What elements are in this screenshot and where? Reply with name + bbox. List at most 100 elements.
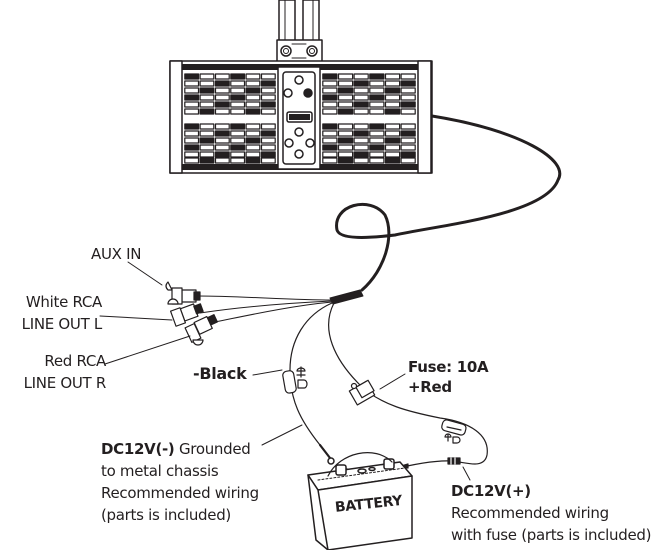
grille-cell (245, 151, 261, 158)
grille-cell (199, 137, 215, 144)
grille-cell (260, 73, 276, 80)
grille-cell (230, 123, 246, 130)
grille-cell (384, 73, 401, 80)
leader-lines (99, 261, 471, 481)
grille-cell (384, 94, 401, 101)
grille-cell (369, 144, 385, 151)
fuse-holder-inline (348, 379, 376, 406)
grille-cell (400, 151, 416, 158)
grille-cell (353, 137, 369, 144)
grille-cell (400, 144, 416, 151)
grille-cell (384, 87, 401, 94)
white-rca-line2: LINE OUT L (21, 315, 103, 333)
red-rca-line2: LINE OUT R (23, 374, 107, 392)
grille-cell (199, 73, 215, 80)
grille-cell (322, 108, 338, 115)
grille-cell (337, 101, 354, 108)
ground-ring-eye (327, 457, 335, 465)
grille-cell (322, 101, 338, 108)
grille-cell (184, 144, 200, 151)
red-wire-label: +Red (408, 378, 452, 396)
grille-cell (400, 101, 416, 108)
grille-cell (369, 108, 385, 115)
black-wire-connector (282, 366, 308, 394)
grille-cell (353, 108, 369, 115)
white-rca-line1: White RCA (25, 293, 102, 311)
dc-negative-line4: (parts is included) (101, 506, 231, 524)
grille-cell (260, 108, 276, 115)
grille-cell (322, 73, 338, 80)
mounting-bracket (276, 0, 323, 63)
grille-cell (245, 94, 261, 101)
grille-cell (260, 94, 276, 101)
grille-cell (245, 80, 261, 87)
grille-cell (184, 137, 200, 144)
red-rca-line1: Red RCA (44, 352, 106, 370)
grille-cell (214, 101, 230, 108)
grille-cell (369, 73, 385, 80)
volume-down-button-icon (294, 149, 304, 159)
grille-cell (369, 137, 385, 144)
grille-cell (230, 130, 246, 137)
grille-cell (214, 123, 230, 130)
power-button-icon (294, 75, 304, 85)
grille-cell (337, 130, 354, 137)
grille-cell (322, 137, 338, 144)
grille-cell (369, 80, 385, 87)
grille-cell (337, 87, 354, 94)
grille-cell (353, 130, 369, 137)
fuse-label: Fuse: 10A +Red (408, 357, 489, 397)
grille-cell (245, 130, 261, 137)
grille-cell (337, 151, 354, 158)
grille-cell (199, 87, 215, 94)
grille-cell (230, 144, 246, 151)
grille-cell (353, 87, 369, 94)
grille-cell (230, 80, 246, 87)
grille-cell (322, 144, 338, 151)
grille-cell (337, 80, 354, 87)
grille-cell (184, 80, 200, 87)
grille-cell (199, 157, 215, 164)
signal-leads (197, 295, 333, 323)
grille-cell (400, 137, 416, 144)
grille-cell (230, 94, 246, 101)
dc-negative-line3: Recommended wiring (101, 484, 259, 502)
grille-cell (384, 151, 401, 158)
grille-cell (369, 87, 385, 94)
aux-in-plug (165, 281, 201, 305)
grille-cell (230, 87, 246, 94)
black-wire-label: -Black (193, 364, 247, 383)
grille-cell (369, 157, 385, 164)
grille-cell (322, 130, 338, 137)
grille-cell (384, 130, 401, 137)
grille-cell (337, 108, 354, 115)
grille-cell (353, 157, 369, 164)
grille-cell (199, 80, 215, 87)
grille-cell (214, 94, 230, 101)
grille-cell (245, 123, 261, 130)
grille-cell (260, 130, 276, 137)
grille-cell (369, 123, 385, 130)
battery (307, 452, 413, 550)
red-rca-label: Red RCA LINE OUT R (16, 351, 107, 393)
grille-cell (184, 73, 200, 80)
fuse-cover (441, 419, 467, 444)
grille-cell (184, 87, 200, 94)
grille-cell (400, 123, 416, 130)
grille-cell (260, 87, 276, 94)
grille-cell (369, 101, 385, 108)
grille-cell (260, 144, 276, 151)
battery-negative-terminal (335, 464, 347, 476)
grille-cell (400, 73, 416, 80)
black-ground-wire (289, 302, 333, 446)
white-rca-plug (167, 298, 204, 327)
grille-cell (337, 73, 354, 80)
grille-cell (322, 151, 338, 158)
grille-cell (230, 101, 246, 108)
grille-cell (214, 87, 230, 94)
volume-up-button-icon (294, 127, 304, 137)
grille-cell (353, 151, 369, 158)
grille-cell (214, 157, 230, 164)
grille-cell (353, 123, 369, 130)
grille-cell (322, 157, 338, 164)
